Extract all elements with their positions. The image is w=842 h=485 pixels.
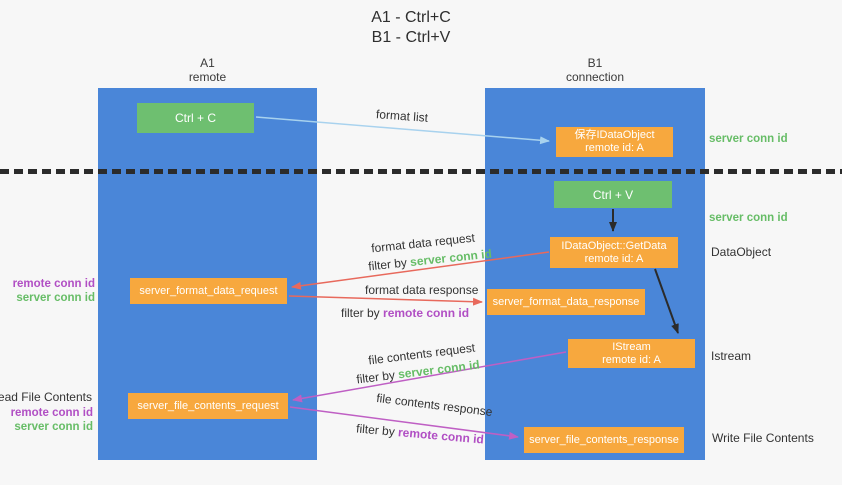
server-format-data-request-box: server_format_data_request <box>130 278 287 304</box>
conn-id-pair-2: remote conn id server conn id <box>11 406 93 434</box>
ctrl-v-box: Ctrl + V <box>554 181 672 208</box>
filter-by-text: filter by <box>367 255 408 274</box>
save-idataobject-line1: 保存IDataObject <box>574 129 655 141</box>
idataobject-getdata-box: IDataObject::GetData remote id: A <box>550 237 678 268</box>
column-a1-name: A1 <box>200 56 215 70</box>
filter-by-text: filter by <box>341 306 380 320</box>
getdata-line2: remote id: A <box>584 252 644 265</box>
istream-side-label: Istream <box>711 349 752 363</box>
save-idataobject-line2: remote id: A <box>585 142 644 154</box>
column-header-a1: A1 remote <box>98 56 317 84</box>
server-file-contents-request-box: server_file_contents_request <box>128 393 288 419</box>
write-file-contents-label: Write File Contents <box>712 431 814 445</box>
filter-by-text: filter by <box>355 367 396 387</box>
server-conn-id-right-1: server conn id <box>709 133 788 145</box>
diagram-title: A1 - Ctrl+C B1 - Ctrl+V <box>0 8 822 48</box>
server-format-data-response-label: server_format_data_response <box>492 295 640 308</box>
server-file-contents-response-label: server_file_contents_response <box>529 433 679 446</box>
server-conn-id-right-2: server conn id <box>709 212 788 224</box>
server-file-contents-request-label: server_file_contents_request <box>137 399 279 412</box>
server-format-data-request-label: server_format_data_request <box>139 284 278 297</box>
remote-conn-id-text: remote conn id <box>383 306 470 320</box>
format-list-label: format list <box>375 107 429 125</box>
server-conn-id-left-2: server conn id <box>14 421 93 433</box>
ctrl-c-box: Ctrl + C <box>137 103 254 133</box>
ctrl-v-label: Ctrl + V <box>592 187 634 202</box>
getdata-line1: IDataObject::GetData <box>561 239 667 252</box>
column-a1-subtitle: remote <box>188 70 227 84</box>
file-contents-response-filter-label: filter by remote conn id <box>356 421 485 446</box>
save-idataobject-box: 保存IDataObject remote id: A <box>556 127 673 157</box>
filter-by-text: filter by <box>355 421 396 439</box>
title-line-1: A1 - Ctrl+C <box>371 9 451 26</box>
dataobject-label: DataObject <box>711 245 772 259</box>
istream-line2: remote id: A <box>602 353 661 366</box>
server-conn-id-left-1: server conn id <box>16 292 95 304</box>
dotted-divider <box>0 169 842 174</box>
istream-box: IStream remote id: A <box>568 339 695 368</box>
format-data-response-label: format data response <box>365 283 479 297</box>
column-header-b1: B1 connection <box>485 56 705 84</box>
istream-line1: IStream <box>612 340 651 353</box>
server-format-data-response-box: server_format_data_response <box>487 289 645 315</box>
server-file-contents-response-box: server_file_contents_response <box>524 427 684 453</box>
ctrl-c-label: Ctrl + C <box>174 111 216 125</box>
remote-conn-id-left-1: remote conn id <box>12 278 95 290</box>
remote-conn-id-text: remote conn id <box>397 425 485 447</box>
title-line-2: B1 - Ctrl+V <box>371 29 451 46</box>
format-data-response-filter-label: filter by remote conn id <box>341 306 469 320</box>
remote-conn-id-left-2: remote conn id <box>10 407 93 419</box>
conn-id-pair-1: remote conn id server conn id <box>13 277 95 305</box>
column-b1-subtitle: connection <box>565 70 625 84</box>
column-b1-name: B1 <box>587 56 603 70</box>
file-contents-response-label: file contents response <box>375 390 494 420</box>
read-file-contents-label: Read File Contents <box>0 390 92 404</box>
